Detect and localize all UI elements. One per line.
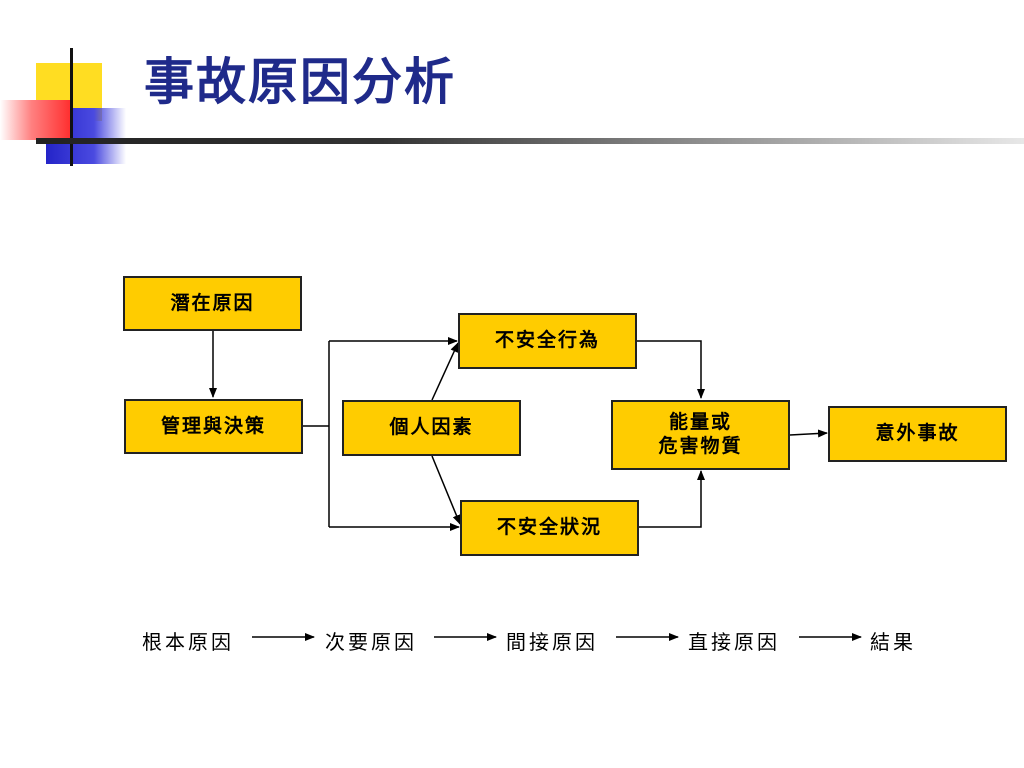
box-accident: 意外事故 xyxy=(828,406,1007,462)
arrow-personal-to-unsafe-act xyxy=(431,342,459,401)
legend-step-direct-cause: 直接原因 xyxy=(688,630,780,654)
page-title: 事故原因分析 xyxy=(144,52,456,111)
arrow-unsafe-condition-to-energy xyxy=(639,470,705,528)
legend-step-secondary-cause: 次要原因 xyxy=(325,630,417,654)
box-unsafe-condition: 不安全狀況 xyxy=(460,500,639,556)
decorative-red-bar xyxy=(0,100,70,140)
box-latent-cause: 潛在原因 xyxy=(123,276,302,331)
box-latent-cause-label: 潛在原因 xyxy=(170,291,255,314)
legend-step-indirect-cause: 間接原因 xyxy=(506,630,598,654)
box-personal-factors: 個人因素 xyxy=(342,400,521,456)
box-energy: 能量或 危害物質 xyxy=(611,400,790,470)
arrow-energy-to-accident xyxy=(789,429,828,438)
box-unsafe-act-label: 不安全行為 xyxy=(494,329,600,352)
arrow-unsafe-act-to-energy xyxy=(637,340,705,399)
box-personal-factors-label: 個人因素 xyxy=(389,416,474,439)
box-unsafe-act: 不安全行為 xyxy=(458,313,637,369)
box-unsafe-condition-label: 不安全狀況 xyxy=(496,516,602,539)
decorative-vertical-line xyxy=(70,48,73,166)
box-management-label: 管理與決策 xyxy=(160,414,266,437)
box-management: 管理與決策 xyxy=(124,399,303,454)
legend-step-result: 結果 xyxy=(870,630,916,654)
box-accident-label: 意外事故 xyxy=(875,422,960,445)
legend-step-root-cause: 根本原因 xyxy=(142,630,234,654)
box-energy-label: 能量或 危害物質 xyxy=(658,411,743,457)
arrow-personal-to-unsafe-condition xyxy=(431,455,461,525)
title-underline xyxy=(36,138,1024,144)
